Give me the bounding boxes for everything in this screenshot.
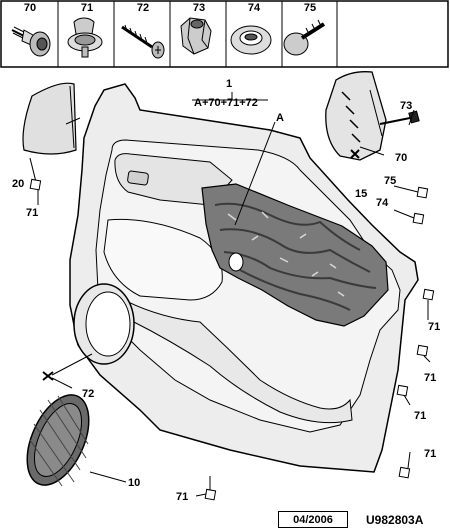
mirror-trim-cover [22, 82, 81, 155]
assembly-number: 1 [226, 78, 233, 90]
callout-70: 70 [395, 152, 408, 164]
part-number-72: 72 [136, 2, 150, 14]
part-number-74: 74 [247, 2, 261, 14]
diagram-reference: U982803A [366, 513, 424, 527]
callout-75: 75 [384, 175, 397, 187]
revision-date: 04/2006 [278, 511, 348, 528]
hex-nut-insert-icon [180, 17, 212, 55]
part-number-71: 71 [80, 2, 94, 14]
panel-clip-icon [67, 17, 103, 58]
callout-74: 74 [376, 197, 389, 209]
part-number-75: 75 [303, 2, 317, 14]
callout-71-right-1: 71 [428, 321, 441, 333]
clip-markers [29, 149, 435, 501]
callout-73: 73 [400, 100, 413, 112]
self-tapping-screw-icon [121, 24, 165, 59]
parts-header-strip [0, 0, 449, 68]
fabric-insert [201, 183, 389, 327]
speaker-grille [26, 394, 90, 487]
speaker-housing [73, 283, 135, 365]
callout-a: A [276, 112, 284, 124]
part-number-70: 70 [23, 2, 37, 14]
callout-71-right-2: 71 [424, 372, 437, 384]
callout-71-bottom: 71 [176, 491, 189, 503]
torx-screw-icon [11, 26, 51, 57]
callout-71-right-3: 71 [414, 410, 427, 422]
callout-10: 10 [128, 477, 141, 489]
door-pull-handle [325, 71, 420, 161]
push-pin-clip-icon [283, 19, 326, 56]
callout-15: 15 [355, 188, 368, 200]
callout-72: 72 [82, 388, 95, 400]
part-number-73: 73 [192, 2, 206, 14]
leader-lines [29, 92, 431, 497]
assembly-formula: A+70+71+72 [194, 97, 258, 109]
callout-20: 20 [12, 178, 25, 190]
callout-71-right-4: 71 [424, 448, 437, 460]
callout-71-left: 71 [26, 207, 39, 219]
grommet-icon [230, 25, 272, 55]
